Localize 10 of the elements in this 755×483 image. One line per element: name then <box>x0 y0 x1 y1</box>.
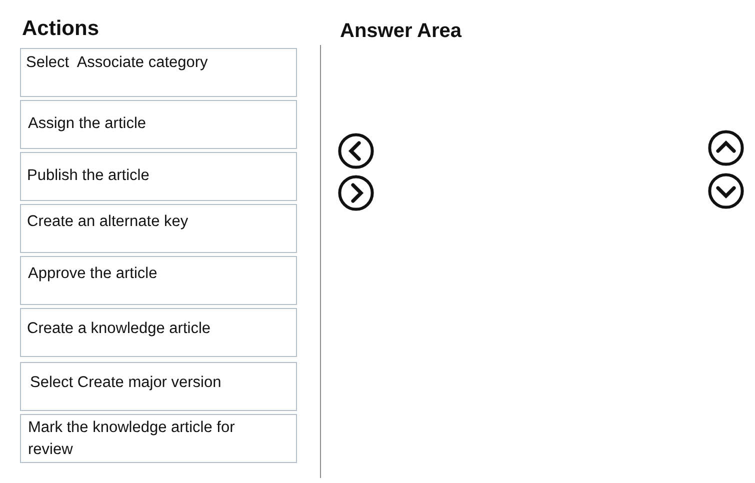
action-option: Approve the article <box>20 256 297 305</box>
action-option: Publish the article <box>20 152 297 201</box>
action-option: Mark the knowledge article for review <box>20 414 297 463</box>
action-option: Select Associate category <box>20 48 297 97</box>
action-option: Create a knowledge article <box>20 308 297 357</box>
section-heading: Actions <box>22 17 100 41</box>
action-option: Create an alternate key <box>20 204 297 253</box>
section-heading: Answer Area <box>340 19 462 43</box>
action-option: Assign the article <box>20 100 297 149</box>
action-option: Select Create major version <box>20 362 297 411</box>
